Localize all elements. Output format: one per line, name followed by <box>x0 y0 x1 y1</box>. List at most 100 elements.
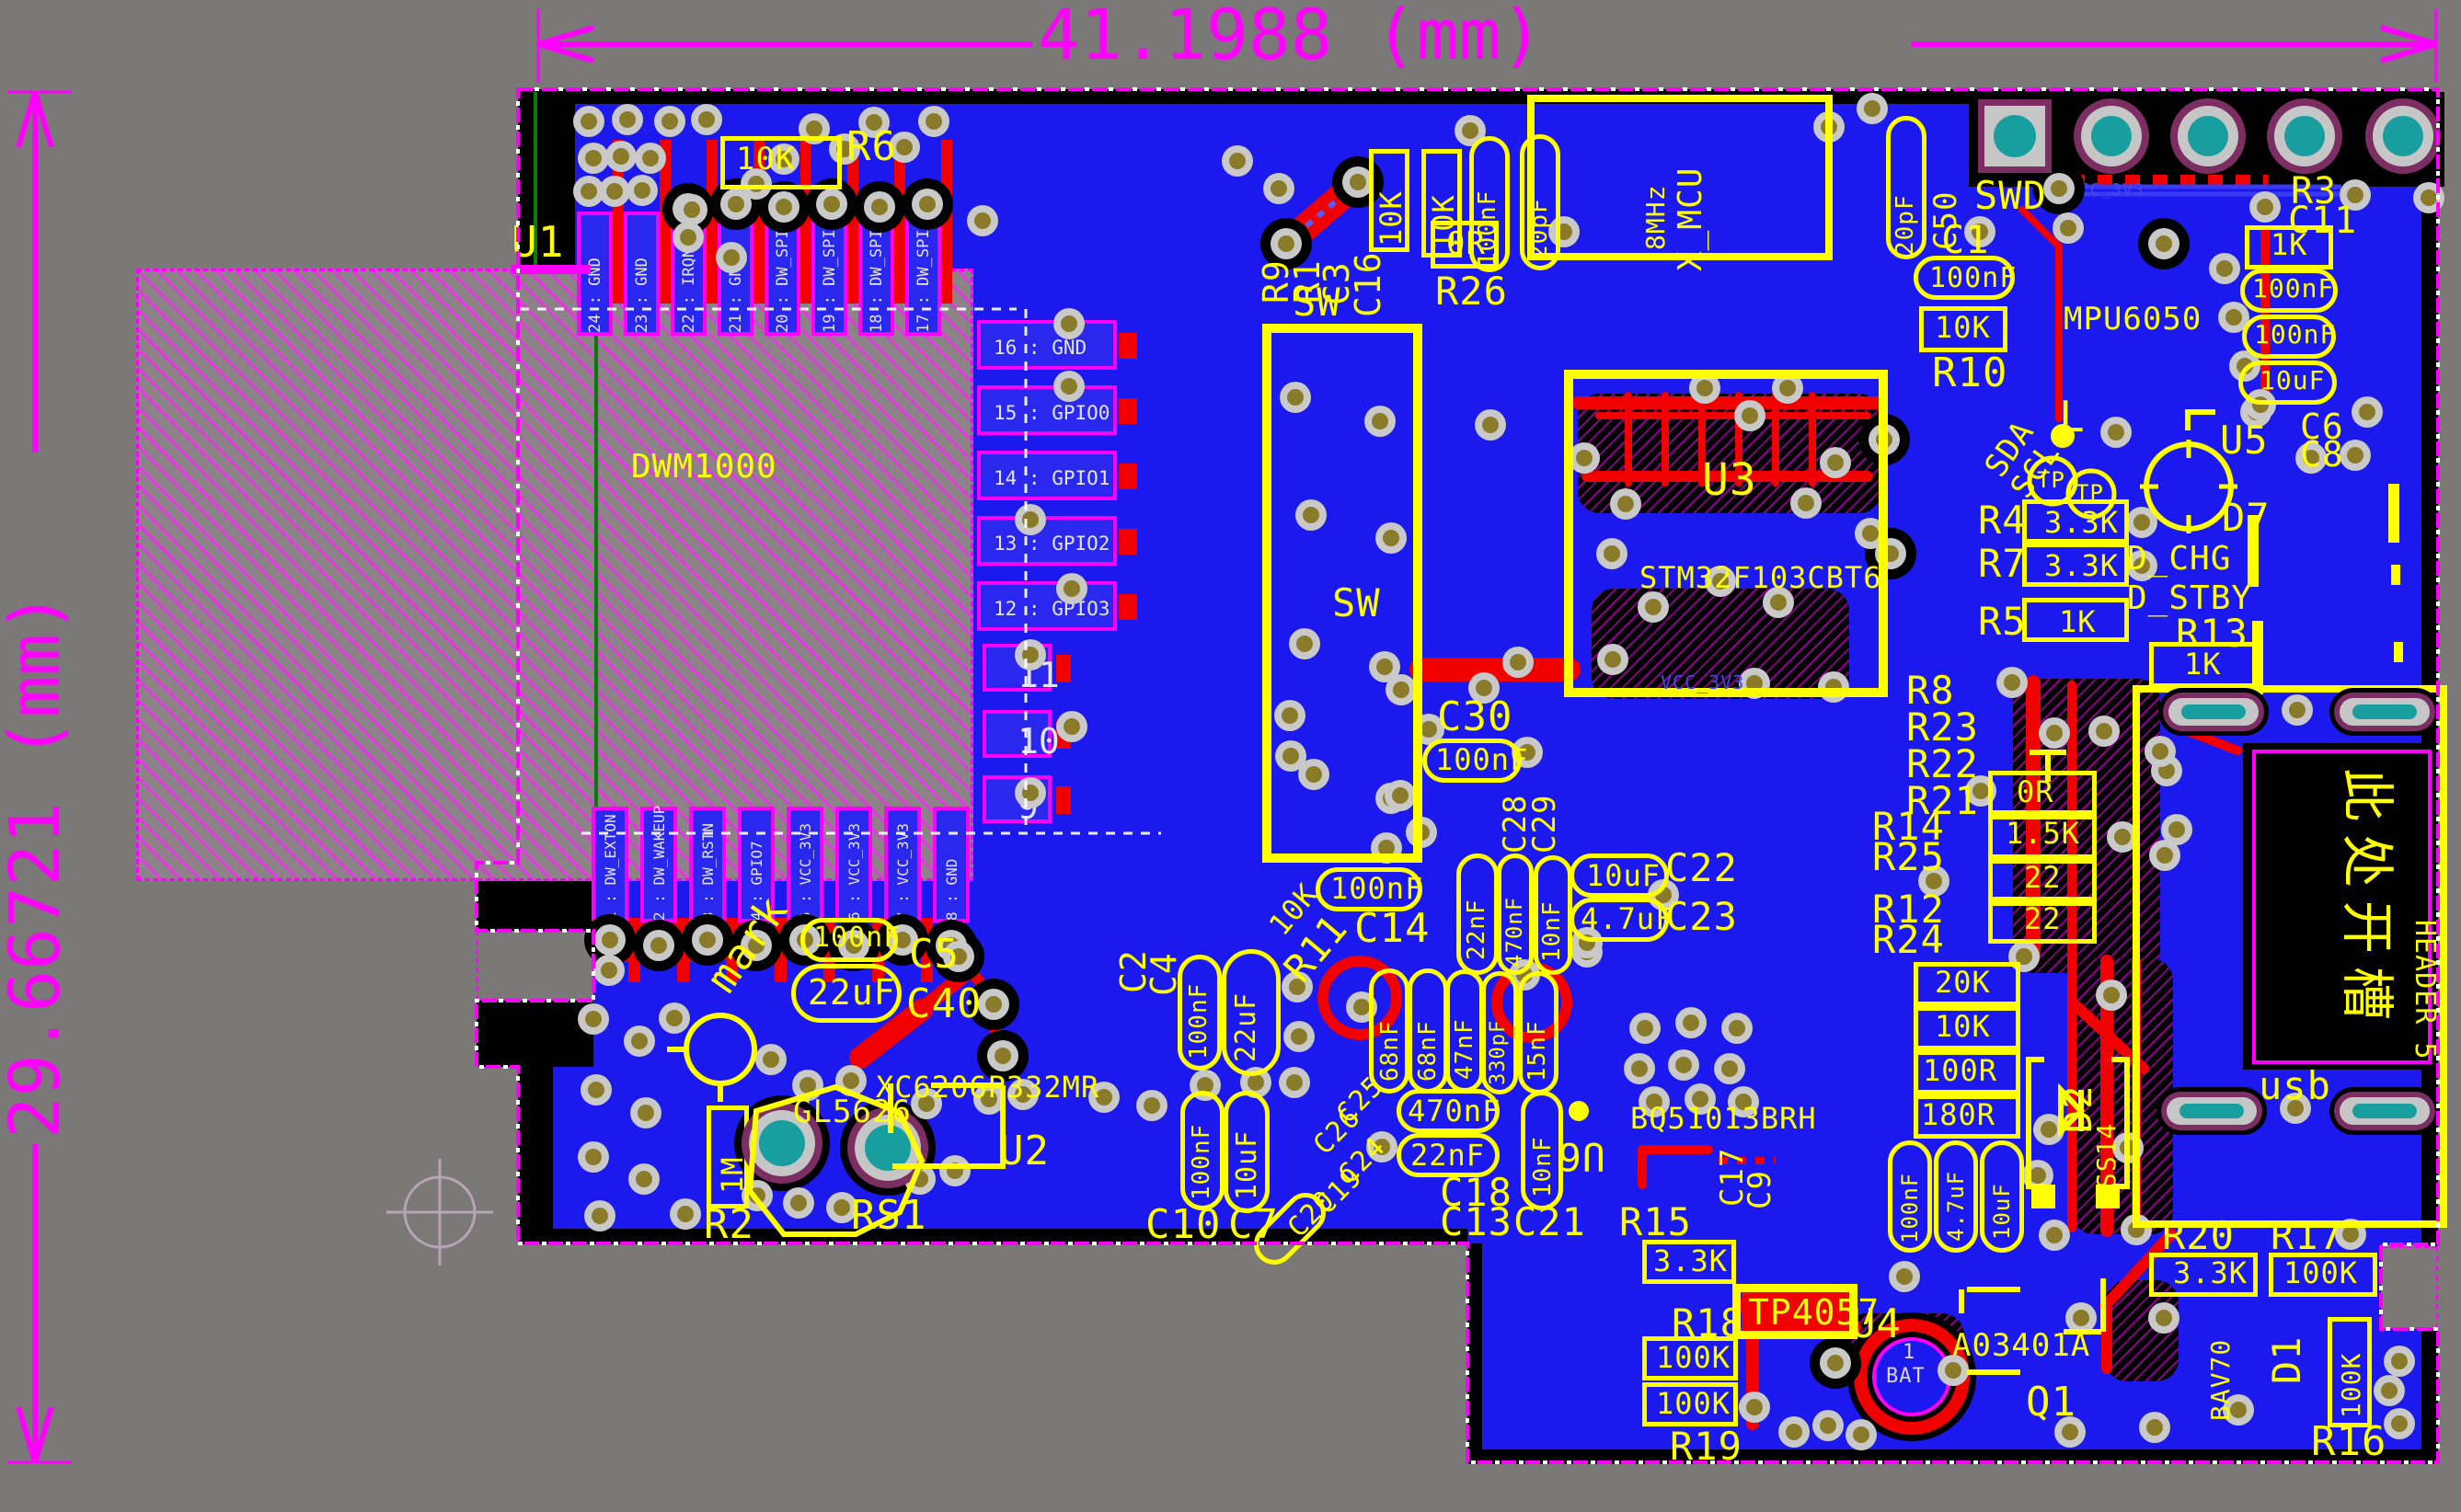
silkscreen-label-R5[interactable]: R5 <box>1978 599 2027 644</box>
via-pad[interactable] <box>1685 1083 1716 1115</box>
module-pin-16-GND[interactable]: 16 : GND <box>977 320 1117 370</box>
silkscreen-label-U5[interactable]: U5 <box>2220 418 2269 463</box>
silkscreen-label-22uF[interactable]: 22uF <box>808 972 896 1013</box>
via-pad[interactable] <box>654 106 685 137</box>
via-pad[interactable] <box>720 189 752 220</box>
via-pad[interactable] <box>676 194 707 225</box>
capacitor-outline[interactable] <box>2238 361 2337 405</box>
silkscreen-label-R23[interactable]: R23 <box>1906 704 1979 750</box>
silkscreen-label-U3[interactable]: U3 <box>1702 454 1757 506</box>
component-outline[interactable] <box>1919 306 2007 352</box>
module-pin-15-GPIO0[interactable]: 15 : GPIO0 <box>977 385 1117 435</box>
ldr-outline[interactable] <box>746 1083 926 1237</box>
component-outline[interactable] <box>2328 1317 2372 1427</box>
via-pad[interactable] <box>978 989 1009 1020</box>
via-pad[interactable] <box>1280 382 1311 413</box>
capacitor-outline[interactable] <box>1222 949 1281 1076</box>
silkscreen-label-BAT[interactable]: BAT <box>1886 1365 1926 1388</box>
capacitor-outline[interactable] <box>1178 955 1222 1071</box>
via-pad[interactable] <box>1475 409 1506 441</box>
via-pad[interactable] <box>2352 396 2383 428</box>
usb-label[interactable]: usb <box>2259 1063 2331 1108</box>
silkscreen-label-R18[interactable]: R18 <box>1672 1300 1744 1346</box>
module-pin-14-GPIO1[interactable]: 14 : GPIO1 <box>977 451 1117 500</box>
module-pin-17-DW-SPICSN[interactable]: 17 : DW_SPICSN <box>905 201 941 336</box>
via-pad[interactable] <box>673 222 704 253</box>
silkscreen-label-R3[interactable]: R3 <box>2291 170 2338 212</box>
via-pad[interactable] <box>1790 487 1822 519</box>
component-outline[interactable] <box>2133 685 2447 1228</box>
silkscreen-label-C6[interactable]: C6 <box>2300 407 2344 447</box>
via-pad[interactable] <box>1610 488 1641 520</box>
component-outline[interactable] <box>1988 859 2097 901</box>
silkscreen-label-TP[interactable]: TP <box>2037 467 2065 493</box>
via-pad[interactable] <box>630 1097 661 1128</box>
via-pad[interactable] <box>2039 717 2070 749</box>
silkscreen-label-0R[interactable]: 0R <box>1446 225 1486 262</box>
capacitor-outline[interactable] <box>1397 1089 1500 1133</box>
component-outline[interactable] <box>1914 1094 2020 1139</box>
capacitor-outline[interactable] <box>1369 968 1409 1094</box>
via-pad[interactable] <box>1728 1086 1759 1117</box>
via-pad[interactable] <box>1639 1086 1670 1117</box>
via-pad[interactable] <box>635 143 666 174</box>
swd-pad-1[interactable] <box>1978 99 2052 173</box>
via-pad[interactable] <box>692 924 723 956</box>
silkscreen-label-R22[interactable]: R22 <box>1906 741 1979 786</box>
via-pad[interactable] <box>2161 814 2192 845</box>
module-ref-designator[interactable]: U1 <box>512 217 565 267</box>
silkscreen-label-10K[interactable]: 10K <box>736 141 796 178</box>
via-pad[interactable] <box>2340 179 2371 211</box>
capacitor-outline[interactable] <box>2240 269 2338 313</box>
component-outline[interactable] <box>1914 1050 2020 1094</box>
copper-trace[interactable] <box>2099 1229 2177 1312</box>
via-pad[interactable] <box>1996 667 2028 698</box>
module-pin-21-GND[interactable]: 21 : GND <box>718 212 753 336</box>
silkscreen-label-D-CHG[interactable]: D_CHG <box>2127 540 2232 578</box>
silkscreen-label-SW[interactable]: SW <box>1293 280 1341 325</box>
silkscreen-label-C5[interactable]: C5 <box>909 931 960 978</box>
via-pad[interactable] <box>691 104 722 135</box>
silkscreen-label-20K[interactable]: 20K <box>1935 965 1991 1000</box>
capacitor-outline[interactable] <box>1570 898 1669 942</box>
via-pad[interactable] <box>1275 740 1306 772</box>
silkscreen-label-C14[interactable]: C14 <box>1354 905 1431 952</box>
via-pad[interactable] <box>1056 573 1087 604</box>
usb-mount-pad-4[interactable] <box>2329 1087 2440 1135</box>
silkscreen-label-D-STBY[interactable]: D_STBY <box>2127 579 2253 617</box>
via-pad[interactable] <box>2280 1093 2311 1124</box>
silkscreen-label-100nF[interactable]: 100nF <box>1435 742 1529 777</box>
via-pad[interactable] <box>594 924 626 956</box>
capacitor-outline[interactable] <box>1397 1133 1500 1177</box>
via-pad[interactable] <box>2126 550 2157 581</box>
via-pad[interactable] <box>967 205 998 236</box>
silkscreen-label-100K[interactable]: 100K <box>2283 1255 2359 1290</box>
capacitor-outline[interactable] <box>1980 1140 2024 1253</box>
via-pad[interactable] <box>1820 447 1851 478</box>
via-pad[interactable] <box>792 1070 823 1101</box>
capacitor-outline[interactable] <box>1422 739 1522 783</box>
via-pad[interactable] <box>2053 212 2084 244</box>
via-pad[interactable] <box>2096 979 2127 1011</box>
silkscreen-label-1K[interactable]: 1K <box>2059 604 2097 639</box>
via-pad[interactable] <box>1778 1416 1810 1448</box>
silkscreen-label-100nF[interactable]: 100nF <box>1929 262 2018 294</box>
capacitor-outline[interactable] <box>1521 1091 1563 1210</box>
silkscreen-label-C21[interactable]: C21 <box>1513 1199 1586 1244</box>
component-outline[interactable] <box>1369 149 1409 252</box>
via-pad[interactable] <box>939 1155 971 1186</box>
capacitor-outline[interactable] <box>791 964 902 1023</box>
via-pad[interactable] <box>943 941 974 972</box>
silkscreen-label-TP[interactable]: TP <box>2076 480 2104 506</box>
via-pad[interactable] <box>1714 1053 1745 1084</box>
via-pad[interactable] <box>1056 711 1087 742</box>
via-pad[interactable] <box>593 955 625 986</box>
via-pad[interactable] <box>1721 1013 1753 1044</box>
via-pad[interactable] <box>578 143 609 174</box>
capacitor-outline[interactable] <box>1456 853 1499 975</box>
via-pad[interactable] <box>2039 1220 2070 1251</box>
silkscreen-label-U4[interactable]: U4 <box>1851 1300 1902 1347</box>
silkscreen-label-100nF[interactable]: 100nF <box>1330 871 1424 906</box>
via-pad[interactable] <box>1502 647 1534 678</box>
via-pad[interactable] <box>1274 700 1305 731</box>
